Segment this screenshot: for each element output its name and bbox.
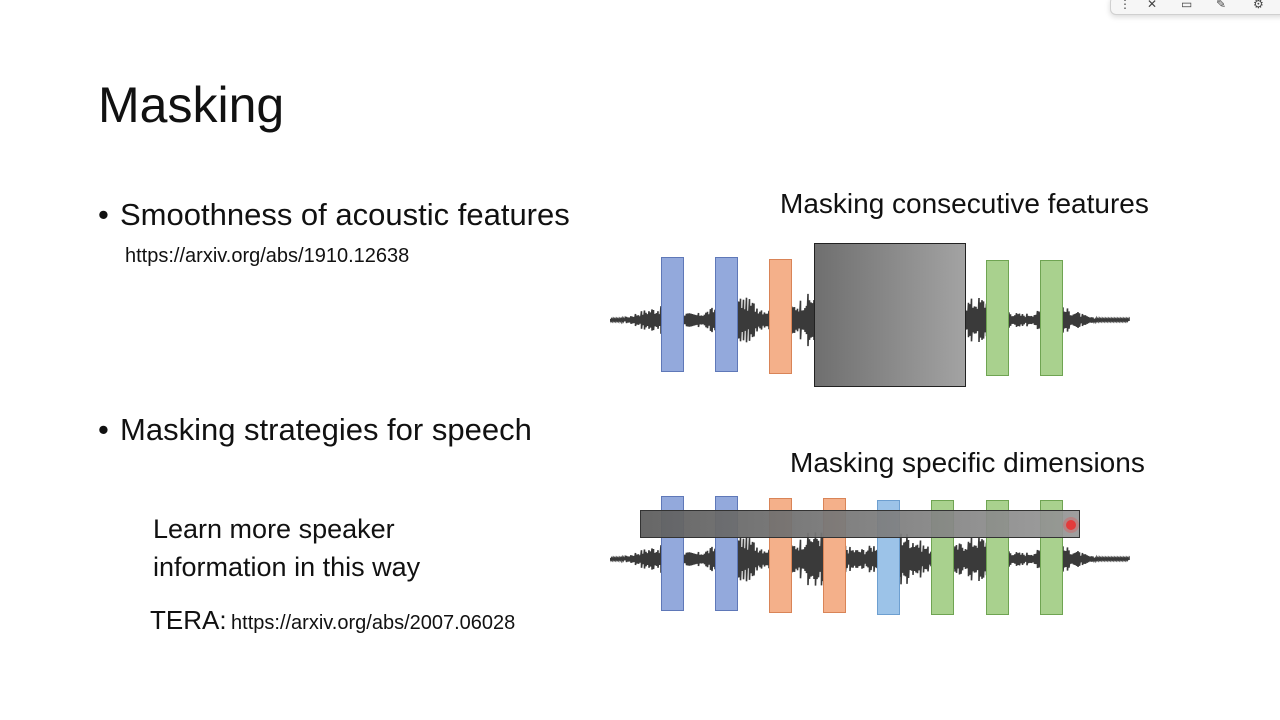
feature-bar (1040, 260, 1063, 376)
eraser-icon[interactable]: ✕ (1147, 0, 1158, 11)
bullet-smoothness: • Smoothness of acoustic features (98, 196, 570, 234)
tera-link[interactable]: https://arxiv.org/abs/2007.06028 (231, 612, 516, 634)
feature-bar (661, 257, 684, 372)
feature-bar (769, 259, 792, 374)
note-line-2: information in this way (153, 552, 421, 582)
laser-pointer (1066, 520, 1076, 530)
bullet-dot: • (98, 197, 109, 232)
edit-icon[interactable]: ✎ (1216, 0, 1227, 11)
note-line-1: Learn more speaker (153, 514, 395, 544)
feature-bar (986, 260, 1009, 376)
bullet-dot: • (98, 412, 109, 447)
mask-strip (640, 510, 1080, 538)
bullet-masking-strategies: • Masking strategies for speech (98, 411, 532, 449)
slide-title: Masking (98, 77, 285, 133)
speaker-note: Learn more speaker information in this w… (153, 510, 420, 586)
window-icon[interactable]: ▭ (1181, 0, 1193, 11)
caption-dimensions: Masking specific dimensions (790, 447, 1145, 478)
pen-icon[interactable]: ⋮ (1119, 0, 1131, 11)
bullet-text: Smoothness of acoustic features (120, 197, 570, 232)
feature-bar (715, 257, 738, 372)
tera-reference: TERA: https://arxiv.org/abs/2007.06028 (150, 605, 515, 636)
paper-link-1[interactable]: https://arxiv.org/abs/1910.12638 (125, 245, 410, 267)
caption-consecutive: Masking consecutive features (780, 188, 1149, 219)
settings-icon[interactable]: ⚙ (1253, 0, 1264, 11)
tera-label: TERA: (150, 605, 227, 635)
mask-block (814, 243, 966, 387)
bullet-text: Masking strategies for speech (120, 412, 532, 447)
presenter-toolbar: ⋮ ✕ ▭ ✎ ⚙ (1110, 0, 1280, 15)
